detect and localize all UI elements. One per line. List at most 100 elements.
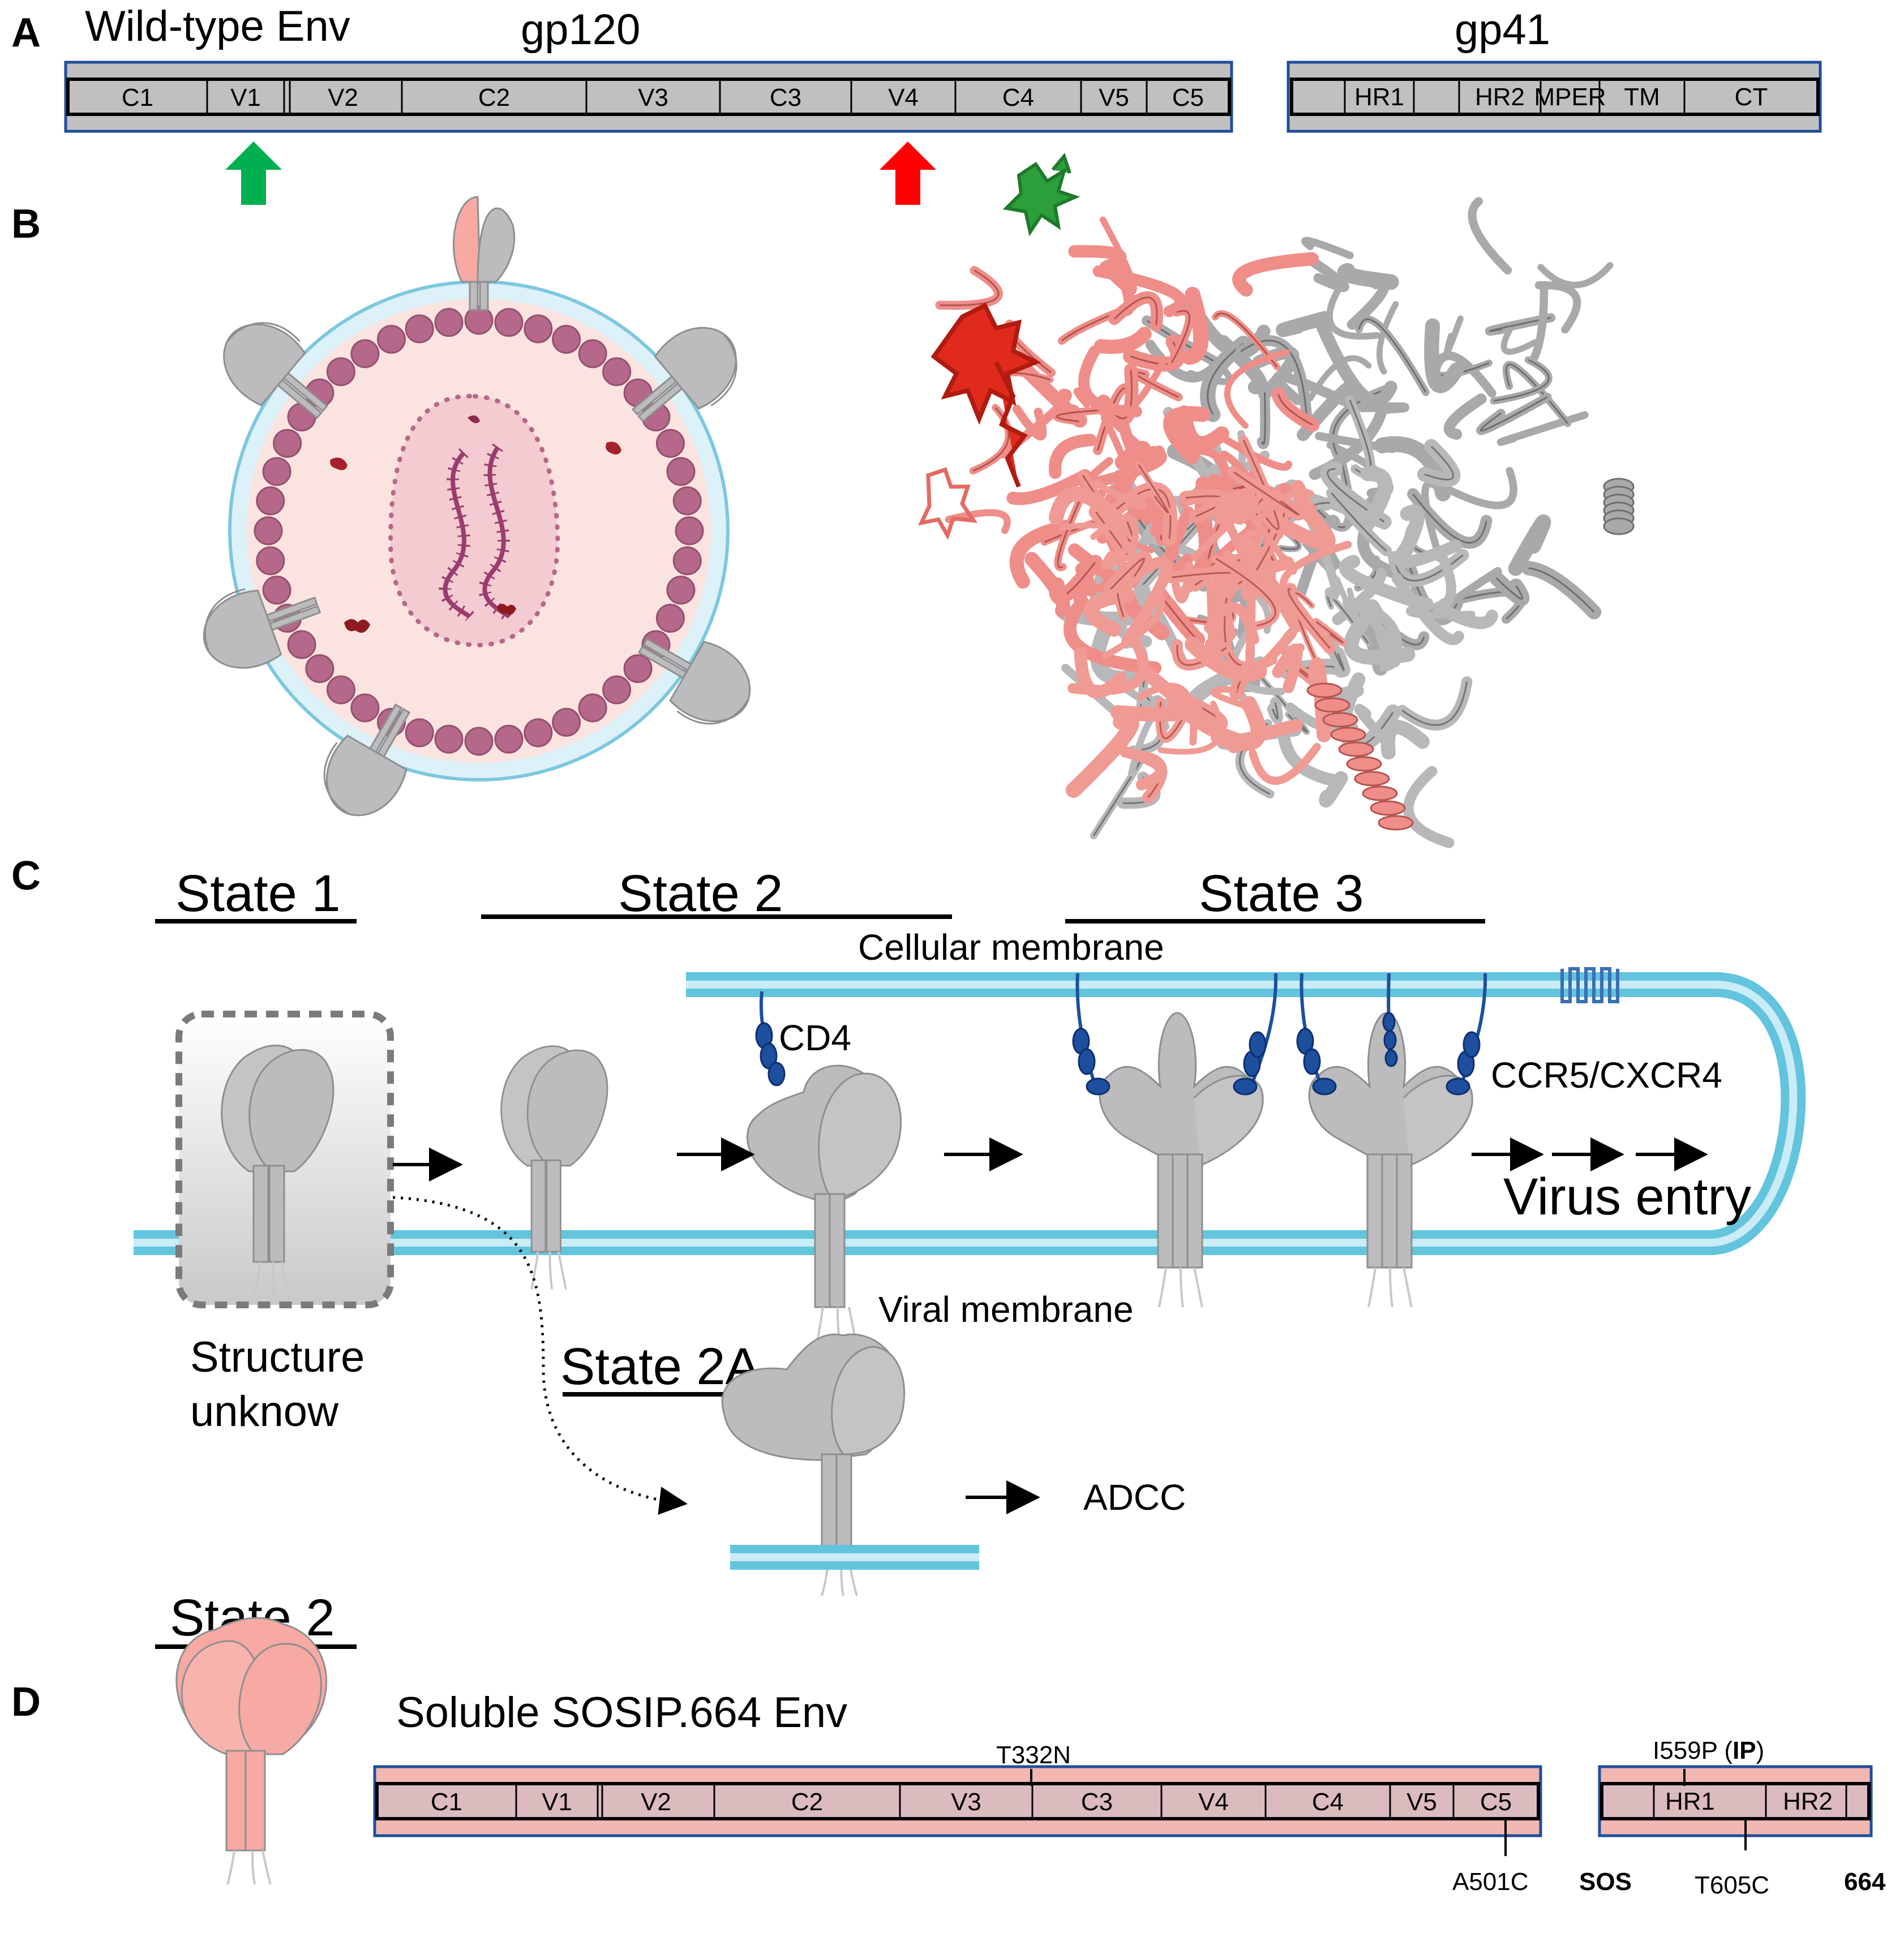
matrix-protein	[326, 357, 355, 386]
wildtype-title: Wild-type Env	[85, 2, 350, 50]
rna-strand-2	[482, 445, 511, 619]
ribbon-edge	[1358, 318, 1427, 393]
segment-label: C2	[791, 1788, 823, 1816]
cd4-bound-trimer	[746, 1064, 902, 1347]
ribbon-strand	[1297, 379, 1361, 441]
ribbon-edge	[1113, 297, 1158, 325]
glycan-v1-green	[1002, 152, 1080, 237]
structure-unknown-line2: unknow	[190, 1388, 339, 1436]
ribbon-strand	[1232, 252, 1319, 297]
ribbon-strand	[1307, 657, 1332, 742]
cellular-membrane-inner	[134, 981, 1798, 1247]
matrix-protein	[578, 693, 607, 723]
matrix-protein	[524, 314, 553, 343]
env-trimer-structure	[917, 152, 1635, 848]
sosip-gp41-segments: HR1 HR2	[1653, 1784, 1847, 1819]
segment-label: C5	[1172, 84, 1204, 111]
ribbon-strand	[1301, 237, 1354, 260]
ribbon-strand	[1357, 402, 1410, 414]
ribbon-strand	[1213, 488, 1255, 525]
ribbon-strand	[1211, 695, 1267, 751]
ribbon-edge	[1215, 558, 1276, 627]
segment-label: C1	[431, 1788, 462, 1816]
ribbon-strand	[1334, 576, 1358, 620]
matrix-protein	[305, 654, 335, 684]
gp41-inner-bar	[1290, 78, 1820, 116]
a501c-label: A501C	[1452, 1868, 1529, 1896]
matrix-protein	[623, 654, 653, 684]
helix-turn	[1603, 517, 1635, 535]
ribbon-strand	[1319, 771, 1348, 808]
protein-blob-5	[468, 415, 480, 423]
ribbon-strand	[1101, 593, 1165, 659]
matrix-protein	[655, 428, 685, 458]
ribbon-strand	[1067, 634, 1148, 695]
ribbon-edge	[1170, 310, 1191, 363]
ribbon-strand	[1267, 505, 1336, 551]
sosip-gp120-inner	[375, 1782, 1540, 1820]
matrix-protein	[464, 306, 494, 335]
segment-label: C5	[1480, 1788, 1512, 1816]
ribbon-strand	[1101, 414, 1133, 496]
ribbon-edge	[1110, 557, 1145, 590]
segment-label: TM	[1624, 83, 1660, 111]
ribbon-edge	[1242, 440, 1280, 530]
sos-label: SOS	[1579, 1868, 1632, 1896]
ribbon-edge	[1138, 464, 1169, 514]
matrix-protein	[262, 575, 291, 605]
panel-letter-d: D	[11, 1680, 41, 1725]
ribbon-strand	[1496, 411, 1589, 446]
segment-label: V4	[888, 84, 919, 111]
ribbon-edge	[1493, 359, 1550, 402]
ribbon-edge	[1401, 681, 1468, 726]
i559p-label: I559P (IP)	[1653, 1737, 1764, 1764]
glycan-v4-red	[930, 302, 1041, 488]
ribbon-edge	[1424, 445, 1454, 480]
ribbon-strand	[1537, 262, 1614, 289]
ribbon-strand	[1446, 467, 1517, 509]
matrix-protein	[405, 718, 434, 748]
ribbon-strand	[1391, 573, 1464, 646]
ribbon-strand	[1177, 405, 1229, 452]
matrix-protein	[350, 693, 380, 723]
t332n-label: T332N	[996, 1741, 1071, 1769]
ribbon-strand	[1342, 596, 1403, 668]
glycan-v4-pale	[917, 467, 978, 540]
ribbon-edge	[1057, 495, 1083, 569]
ribbon-strand	[1354, 703, 1393, 750]
ribbon-edge	[1233, 471, 1300, 516]
segment-label: C3	[770, 84, 801, 111]
ribbon-strand	[1204, 602, 1259, 645]
helix-turn	[1314, 697, 1350, 713]
ribbon-strand	[1292, 480, 1315, 520]
virion-illustration	[191, 196, 766, 831]
matrix-protein	[256, 486, 285, 516]
segment-label: HR1	[1665, 1788, 1715, 1815]
ribbon-strand	[1221, 435, 1293, 471]
ribbon-edge	[1207, 342, 1244, 415]
ribbon-strand	[1121, 556, 1173, 646]
segment-label: C2	[478, 84, 510, 111]
matrix-protein	[494, 724, 524, 754]
segment-label: HR2	[1783, 1788, 1833, 1815]
matrix-protein	[672, 546, 702, 575]
matrix-protein	[602, 357, 632, 386]
helix-turn	[1370, 800, 1406, 816]
matrix-protein	[326, 675, 355, 705]
helix-turn	[1306, 682, 1343, 698]
ribbon-strand	[1302, 253, 1349, 293]
gp120-label: gp120	[521, 6, 640, 54]
segment-label: MPER	[1534, 83, 1606, 111]
n664-label: 664	[1844, 1868, 1886, 1896]
panel-letter-c: C	[11, 853, 41, 899]
segment-label: V3	[638, 84, 668, 111]
v1-arrow-icon	[225, 141, 282, 205]
ribbon-strand	[1249, 742, 1321, 785]
segment-label: V3	[951, 1788, 981, 1816]
ribbon-strand	[1205, 582, 1222, 660]
segment-label: V5	[1406, 1788, 1437, 1816]
ribbon-strand	[1120, 746, 1167, 791]
ribbon-edge	[1505, 363, 1568, 424]
ribbon-edge	[1480, 396, 1548, 432]
